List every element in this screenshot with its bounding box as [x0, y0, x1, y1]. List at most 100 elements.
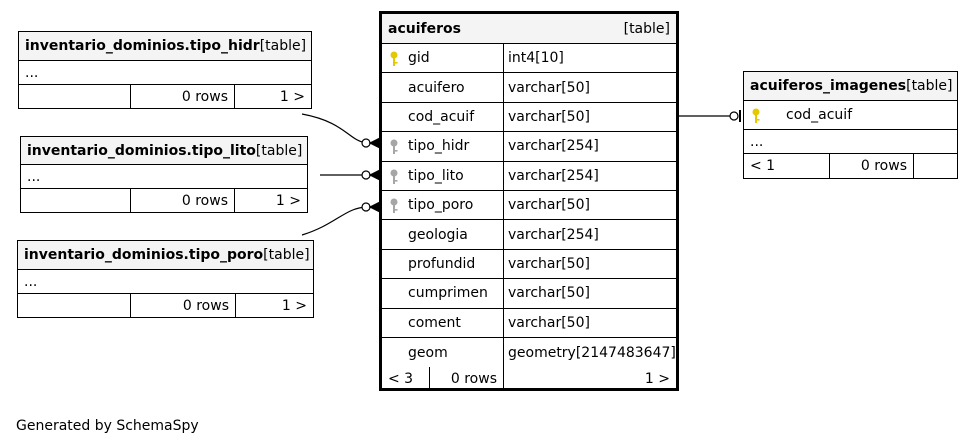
column-name-cell: gid: [382, 44, 503, 72]
parents-cell: [19, 85, 130, 108]
column-name: tipo_hidr: [408, 138, 470, 155]
children-link[interactable]: 1 >: [503, 367, 676, 392]
foreign-key-icon: [388, 168, 402, 184]
table-kind: [table]: [623, 20, 670, 37]
columns-placeholder: ...: [25, 64, 39, 81]
icon-spacer: [388, 315, 402, 331]
table-tipo-hidr[interactable]: inventario_dominios.tipo_hidr [table] ..…: [18, 31, 312, 109]
column-row: cod_acuif: [744, 101, 957, 130]
table-name: inventario_dominios.tipo_lito: [27, 142, 256, 159]
column-row: coment varchar[50]: [382, 308, 676, 338]
table-kind: [table]: [906, 78, 953, 94]
column-type: varchar[50]: [503, 73, 676, 102]
columns-row: ...: [19, 61, 311, 85]
column-type: varchar[50]: [503, 190, 676, 220]
column-type: varchar[254]: [503, 132, 676, 161]
column-name: gid: [408, 50, 430, 67]
children-cell: [913, 154, 957, 178]
column-name: cod_acuif: [408, 108, 475, 125]
column-type: geometry[2147483647]: [503, 337, 676, 368]
parents-link[interactable]: < 3: [388, 371, 414, 388]
column-type: varchar[50]: [503, 279, 676, 308]
primary-key-icon: [388, 50, 402, 67]
children-link[interactable]: 1 >: [235, 294, 313, 317]
column-name-cell: tipo_lito: [382, 162, 503, 190]
row-count: 0 rows: [130, 189, 234, 212]
row-count: 0 rows: [130, 294, 235, 317]
icon-spacer: [388, 285, 402, 301]
stats-row: < 3 0 rows 1 >: [382, 367, 676, 392]
icon-spacer: [388, 227, 402, 243]
row-count: 0 rows: [429, 367, 503, 392]
stats-row: 0 rows 1 >: [18, 294, 313, 317]
columns-row: ...: [18, 270, 313, 294]
table-acuiferos-imagenes[interactable]: acuiferos_imagenes [table] cod_acuif ...…: [743, 71, 958, 179]
columns-row: ...: [21, 165, 307, 189]
table-name: inventario_dominios.tipo_hidr: [25, 38, 260, 54]
column-type: varchar[254]: [503, 220, 676, 249]
column-name-cell: tipo_hidr: [382, 132, 503, 160]
column-type: varchar[50]: [503, 102, 676, 132]
zero-many-circle-icon: [361, 138, 371, 148]
table-name: inventario_dominios.tipo_poro: [24, 247, 264, 263]
table-tipo-poro[interactable]: inventario_dominios.tipo_poro [table] ..…: [17, 240, 314, 318]
relation-tipo-hidr-line: [301, 113, 367, 144]
column-type: varchar[50]: [503, 308, 676, 337]
parents-link[interactable]: < 1: [750, 158, 776, 174]
column-row: cumprimen varchar[50]: [382, 279, 676, 309]
foreign-key-icon: [388, 197, 402, 214]
children-link[interactable]: 1 >: [234, 85, 311, 108]
column-name-cell: cod_acuif: [744, 101, 957, 129]
primary-key-icon: [750, 107, 764, 123]
columns-placeholder: ...: [27, 168, 41, 185]
relation-tipo-poro-line: [301, 206, 367, 236]
icon-spacer: [388, 80, 402, 96]
column-name-cell: coment: [382, 309, 503, 337]
table-header: acuiferos_imagenes [table]: [744, 72, 957, 101]
generated-by-text: Generated by SchemaSpy: [16, 418, 199, 434]
table-name: acuiferos: [388, 20, 461, 37]
table-kind: [table]: [255, 142, 303, 159]
row-count: 0 rows: [829, 154, 913, 178]
columns-placeholder: ...: [750, 133, 764, 150]
stats-row: 0 rows 1 >: [19, 85, 311, 108]
column-row: tipo_hidr varchar[254]: [382, 132, 676, 162]
icon-spacer: [388, 256, 402, 272]
parents-cell: [18, 294, 130, 317]
column-type: varchar[254]: [503, 161, 676, 190]
columns-row: ...: [744, 130, 957, 154]
column-name: profundid: [408, 255, 476, 272]
table-header: inventario_dominios.tipo_poro [table]: [18, 241, 313, 270]
column-name: cumprimen: [408, 285, 488, 302]
icon-spacer: [388, 345, 402, 361]
column-name-cell: geom: [382, 338, 503, 367]
stats-row: 0 rows 1 >: [21, 189, 307, 212]
column-name-cell: cumprimen: [382, 279, 503, 307]
table-kind: [table]: [263, 247, 310, 263]
column-name-cell: cod_acuif: [382, 103, 503, 131]
column-row: cod_acuif varchar[50]: [382, 102, 676, 133]
row-count: 0 rows: [130, 85, 234, 108]
table-tipo-lito[interactable]: inventario_dominios.tipo_lito [table] ..…: [20, 136, 308, 213]
column-type: varchar[50]: [503, 249, 676, 279]
foreign-key-icon: [388, 138, 402, 155]
stats-row: < 1 0 rows: [744, 154, 957, 178]
column-name-cell: profundid: [382, 250, 503, 278]
children-link[interactable]: 1 >: [234, 189, 307, 212]
table-header: acuiferos [table]: [382, 14, 676, 44]
column-name-cell: geologia: [382, 220, 503, 248]
zero-one-circle-icon: [729, 111, 739, 121]
column-name: coment: [408, 314, 461, 331]
column-row: geom geometry[2147483647]: [382, 337, 676, 368]
column-name: geom: [408, 344, 448, 361]
zero-many-circle-icon: [361, 202, 371, 212]
column-row: acuifero varchar[50]: [382, 73, 676, 103]
column-name: acuifero: [408, 79, 465, 96]
table-header: inventario_dominios.tipo_hidr [table]: [19, 32, 311, 61]
